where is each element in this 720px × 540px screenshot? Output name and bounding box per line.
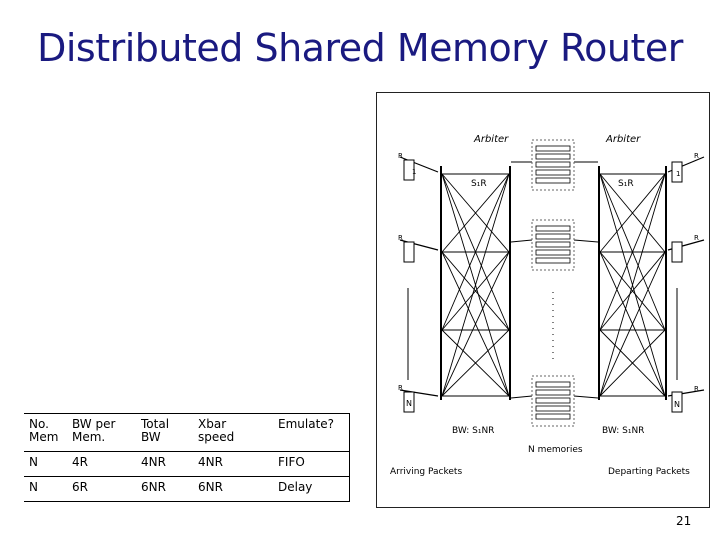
left-crossbar-wire — [441, 173, 510, 397]
speed-label-right: S₁R — [618, 179, 634, 189]
memory-cell — [535, 233, 571, 240]
memory-cell — [535, 257, 571, 264]
table-cell: 6NR — [136, 476, 193, 502]
input-port-rate-n: R — [398, 384, 403, 392]
memory-cell — [535, 249, 571, 256]
output-port-box-2 — [671, 241, 683, 263]
memory-cell — [535, 161, 571, 168]
arbiter-right-label: Arbiter — [605, 134, 641, 145]
memory-cell — [535, 169, 571, 176]
output-port-rate-2: R — [694, 234, 699, 242]
bandwidth-label-left: BW: S₁NR — [452, 426, 494, 436]
table-cell: N — [24, 451, 67, 477]
memory-cell — [535, 397, 571, 404]
arriving-packets-label: Arriving Packets — [390, 467, 462, 477]
table-cell: FIFO — [273, 451, 350, 477]
input-port-index-1: 1 — [412, 168, 416, 176]
memory-cell — [535, 241, 571, 248]
memory-cell — [535, 381, 571, 388]
memory-cell — [535, 177, 571, 184]
input-port-index-n: N — [406, 399, 412, 408]
bandwidth-label-right: BW: S₁NR — [602, 426, 644, 436]
table-cell: N — [24, 476, 67, 502]
crossbar-wires — [441, 161, 666, 399]
memory-read-wire — [573, 395, 599, 399]
right-crossbar-rail — [665, 166, 667, 400]
speed-label-left: S₁R — [471, 179, 487, 189]
diagram-frame — [376, 92, 710, 508]
left-crossbar-wire — [441, 173, 510, 331]
table-cell: Delay — [273, 476, 350, 502]
input-port-box-n — [403, 391, 415, 413]
memory-cell — [535, 413, 571, 420]
page-number: 21 — [676, 514, 692, 528]
left-crossbar-wire — [441, 329, 510, 397]
output-port-rate-1: R — [694, 152, 699, 160]
memory-read-wire — [573, 239, 599, 243]
input-port-rate-1: R — [398, 152, 403, 160]
router-diagram-svg: Arbiter Arbiter R R R R R R 1 1 N N S₁R … — [376, 92, 710, 508]
slide-title: Distributed Shared Memory Router — [37, 26, 683, 70]
router-diagram: Arbiter Arbiter R R R R R R 1 1 N N S₁R … — [376, 92, 710, 508]
right-crossbar-wire — [599, 173, 666, 331]
table-cell: 4NR — [193, 451, 273, 477]
table-header-cell: Emulate? — [273, 413, 350, 452]
left-crossbar-wire — [441, 173, 510, 253]
right-crossbar-wire — [599, 251, 666, 397]
output-port-index-1: 1 — [676, 170, 680, 178]
input-line-n — [399, 389, 439, 397]
memory-cell — [535, 405, 571, 412]
left-crossbar-rail — [440, 166, 442, 400]
table-row: N 6R 6NR 6NR Delay — [24, 476, 350, 502]
memory-bank-2 — [531, 219, 575, 271]
table-cell: 4NR — [136, 451, 193, 477]
memory-write-wire — [510, 239, 533, 243]
memory-bank-1 — [531, 139, 575, 191]
right-crossbar-input-rail — [598, 166, 600, 400]
output-port-index-n: N — [674, 400, 680, 409]
arbiter-left-label: Arbiter — [473, 134, 509, 145]
table-cell: 4R — [67, 451, 136, 477]
input-port-rate-2: R — [398, 234, 403, 242]
memory-bank-n — [531, 375, 575, 427]
memory-cell — [535, 145, 571, 152]
diagram-marks — [399, 139, 705, 427]
table-header-cell: No.Mem — [24, 413, 67, 452]
right-crossbar-wire — [599, 329, 666, 397]
memory-cell — [535, 153, 571, 160]
output-port-box-n — [671, 391, 683, 413]
left-crossbar-wire — [441, 251, 510, 331]
input-port-box-2 — [403, 241, 415, 263]
right-crossbar-wire — [599, 251, 666, 331]
table-cell: 6NR — [193, 476, 273, 502]
memory-cell — [535, 389, 571, 396]
left-crossbar-wire — [441, 251, 510, 397]
memories-count-label: N memories — [528, 445, 583, 455]
output-port-rate-n: R — [694, 385, 699, 393]
output-port-box-1 — [671, 161, 683, 183]
right-crossbar-wire — [599, 173, 666, 397]
input-port-box-1 — [403, 159, 415, 181]
memory-write-wire — [510, 395, 533, 399]
left-crossbar-output-rail — [509, 166, 511, 400]
table-cell: 6R — [67, 476, 136, 502]
table-row: N 4R 4NR 4NR FIFO — [24, 451, 350, 477]
right-crossbar-wire — [599, 173, 666, 253]
memory-cell — [535, 225, 571, 232]
departing-packets-label: Departing Packets — [608, 467, 690, 477]
